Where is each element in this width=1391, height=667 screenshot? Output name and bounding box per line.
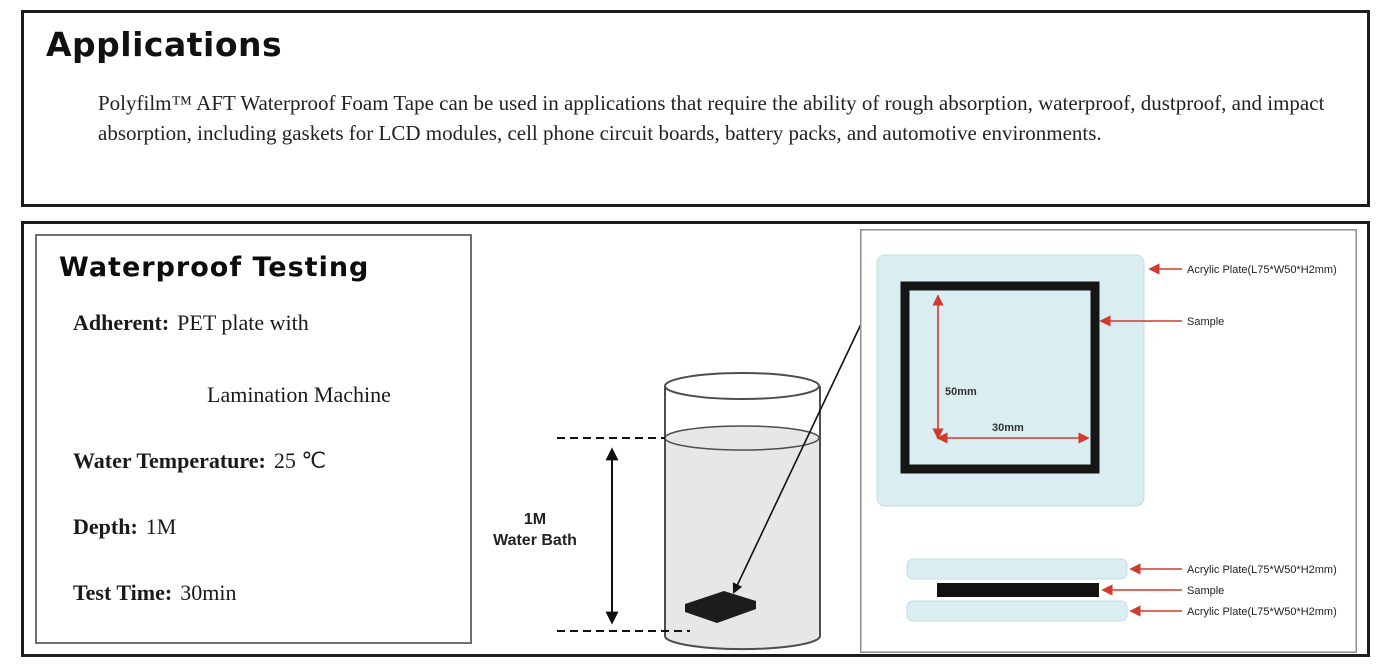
waterproof-testing-section: Waterproof Testing Adherent: PET plate wi…: [21, 221, 1370, 657]
water-fill: [665, 438, 820, 650]
sample-outline-top-view: [900, 281, 1100, 474]
width-dimension-label: 30mm: [992, 422, 1024, 434]
sample-pointer-arrow: [732, 321, 863, 594]
adherent-value: PET plate with: [177, 310, 309, 335]
test-time-label: Test Time:: [73, 580, 173, 605]
acrylic-plate-upper-side-view: [906, 558, 1128, 580]
test-time-row: Test Time: 30min: [73, 580, 236, 606]
testing-parameters-box: Waterproof Testing Adherent: PET plate wi…: [35, 234, 472, 644]
height-dimension-label: 50mm: [945, 386, 977, 398]
cylinder-top-opening: [664, 372, 820, 400]
sample-spec-diagram: 50mm 30mm Acrylic Plate(L75*W50*H2mm) Sa…: [860, 229, 1357, 653]
water-temperature-value: 25 ℃: [273, 448, 327, 473]
testing-title: Waterproof Testing: [59, 252, 370, 283]
sample-callout-label-top-view: Sample: [1187, 316, 1224, 328]
adherent-label: Adherent:: [73, 310, 170, 335]
water-bath-label-line2: Water Bath: [493, 532, 577, 549]
water-temperature-label: Water Temperature:: [73, 448, 266, 473]
applications-title: Applications: [46, 25, 283, 64]
adherent-value-continued: Lamination Machine: [207, 382, 391, 407]
acrylic-plate-lower-side-view: [906, 600, 1128, 622]
adherent-continuation-row: Lamination Machine: [207, 382, 391, 408]
water-temperature-row: Water Temperature: 25 ℃: [73, 448, 326, 474]
sample-slab: [685, 591, 756, 623]
sample-side-view: [937, 583, 1099, 597]
cylinder-bottom: [664, 635, 821, 651]
test-time-value: 30min: [180, 580, 237, 605]
acrylic-lower-callout-label: Acrylic Plate(L75*W50*H2mm): [1187, 606, 1337, 618]
adherent-row: Adherent: PET plate with: [73, 310, 309, 336]
applications-section: Applications Polyfilm™ AFT Waterproof Fo…: [21, 10, 1370, 207]
depth-row: Depth: 1M: [73, 514, 176, 540]
applications-body-text: Polyfilm™ AFT Waterproof Foam Tape can b…: [98, 91, 1325, 145]
depth-value: 1M: [145, 514, 177, 539]
depth-label: Depth:: [73, 514, 138, 539]
acrylic-upper-callout-label: Acrylic Plate(L75*W50*H2mm): [1187, 564, 1337, 576]
acrylic-callout-label-top-view: Acrylic Plate(L75*W50*H2mm): [1187, 264, 1337, 276]
water-surface: [664, 425, 820, 451]
sample-side-callout-label: Sample: [1187, 585, 1224, 597]
water-bath-diagram: 1M Water Bath: [493, 321, 863, 651]
water-bath-label-line1: 1M: [524, 511, 546, 528]
